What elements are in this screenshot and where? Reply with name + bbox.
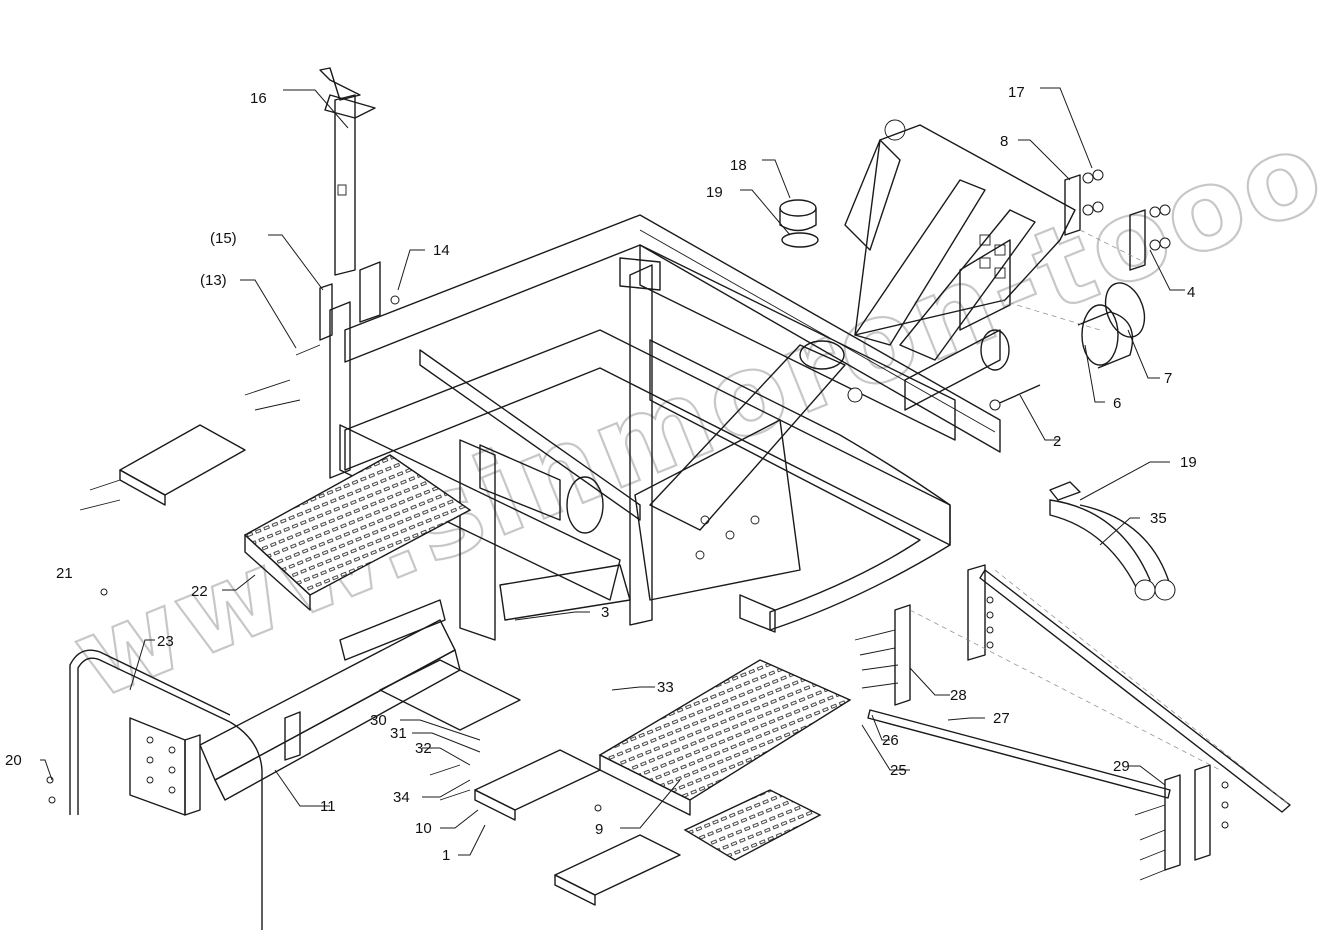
part-28-bracket — [894, 564, 986, 706]
part-19-ring — [781, 232, 819, 248]
callout-14: 14 — [433, 242, 450, 259]
callout-18: 18 — [730, 157, 747, 174]
callout-13: (13) — [200, 272, 227, 289]
callout-3: 3 — [601, 604, 609, 621]
callout-17: 17 — [1008, 84, 1025, 101]
callout-22: 22 — [191, 583, 208, 600]
callout-29: 29 — [1113, 758, 1130, 775]
upper-left-small-step — [119, 424, 246, 506]
callout-2: 2 — [1053, 433, 1061, 450]
callout-19-top: 19 — [706, 184, 723, 201]
callout-8: 8 — [1000, 133, 1008, 150]
callout-19-right: 19 — [1180, 454, 1197, 471]
part-17-nuts — [1082, 169, 1171, 251]
lower-grating-step — [683, 789, 822, 861]
callout-1: 1 — [442, 847, 450, 864]
leader-lines — [40, 87, 1185, 856]
callout-4: 4 — [1187, 284, 1195, 301]
part-35-hose — [1049, 481, 1176, 601]
part-7-clip-ring — [1104, 282, 1146, 338]
part-27-strut — [867, 569, 1291, 813]
main-chassis-frame — [329, 214, 1001, 641]
part-18-cap — [779, 199, 817, 232]
part-6-bushing — [1077, 304, 1134, 369]
callout-9: 9 — [595, 821, 603, 838]
watermark-text: www.sinmoron-tooo.kz — [56, 32, 1333, 725]
callout-34: 34 — [393, 789, 410, 806]
callout-11: 11 — [320, 798, 336, 815]
callout-10: 10 — [415, 820, 432, 837]
part-2-bolt — [989, 384, 1041, 411]
callout-16: 16 — [250, 90, 267, 107]
callout-20: 20 — [5, 752, 22, 769]
callout-15: (15) — [210, 230, 237, 247]
callout-35: 35 — [1150, 510, 1167, 527]
assembly-guide-lines — [909, 229, 1291, 806]
upper-left-grating-step — [243, 454, 472, 611]
callout-31: 31 — [390, 725, 407, 742]
callout-28: 28 — [950, 687, 967, 704]
part-9-grating-step — [598, 659, 852, 816]
callout-21: 21 — [56, 565, 73, 582]
bolt-groups — [46, 379, 1229, 881]
part-29-bracket — [1164, 764, 1211, 871]
left-front-frame — [69, 599, 521, 930]
callout-32: 32 — [415, 740, 432, 757]
mid-step-plate — [474, 749, 601, 821]
callout-25: 25 — [890, 762, 907, 779]
bottom-step-plate — [554, 834, 681, 906]
callout-6: 6 — [1113, 395, 1121, 412]
part-16-vertical-mast — [319, 67, 376, 276]
part-15-bracket-plate — [295, 261, 400, 356]
callout-7: 7 — [1164, 370, 1172, 387]
callout-27: 27 — [993, 710, 1010, 727]
callout-23: 23 — [157, 633, 174, 650]
callout-30: 30 — [370, 712, 387, 729]
callout-labels: 1 2 3 4 6 7 8 9 10 11 (13) 14 (15) 16 17… — [5, 84, 1197, 864]
callout-26: 26 — [882, 732, 899, 749]
callout-33: 33 — [657, 679, 674, 696]
upper-mast-frame — [844, 119, 1076, 411]
